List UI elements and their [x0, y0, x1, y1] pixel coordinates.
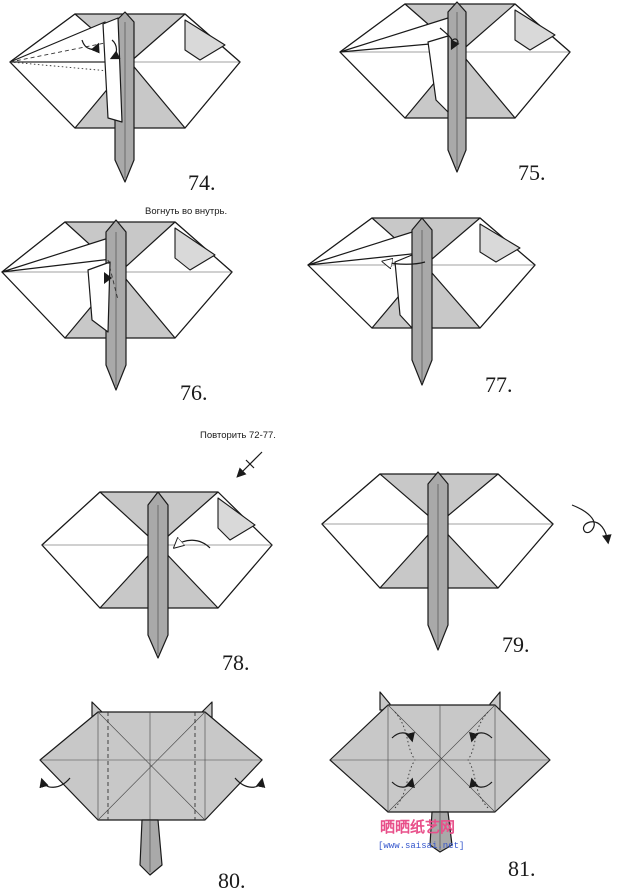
- step-78-instruction: Повторить 72-77.: [200, 430, 276, 441]
- step-74-diagram: [9, 11, 241, 183]
- step-label-76: 76.: [180, 380, 208, 405]
- watermark-url: [www.saisai.net]: [378, 841, 464, 851]
- step-label-78: 78.: [222, 650, 250, 675]
- step-label-75: 75.: [518, 160, 546, 185]
- watermark-site-name: 晒晒纸艺网: [380, 818, 455, 836]
- step-79-diagram: [321, 471, 554, 651]
- step-label-77: 77.: [485, 372, 513, 397]
- step-77-diagram: [307, 217, 536, 386]
- step-label-79: 79.: [502, 632, 530, 657]
- step-label-81: 81.: [508, 856, 536, 881]
- step-76-instruction: Вогнуть во внутрь.: [145, 206, 227, 217]
- step-76-diagram: [1, 219, 233, 391]
- step-78-diagram: [41, 491, 273, 659]
- step-75-diagram: [339, 1, 571, 173]
- step-78-arrow: [236, 451, 263, 478]
- step-81-diagram: [329, 691, 551, 853]
- step-label-74: 74.: [188, 170, 216, 195]
- step-label-80: 80.: [218, 868, 246, 890]
- step-80-diagram: [39, 701, 266, 876]
- turn-over-arrow: [571, 504, 612, 545]
- site-watermark: 晒晒纸艺网 [www.saisai.net]: [378, 818, 464, 851]
